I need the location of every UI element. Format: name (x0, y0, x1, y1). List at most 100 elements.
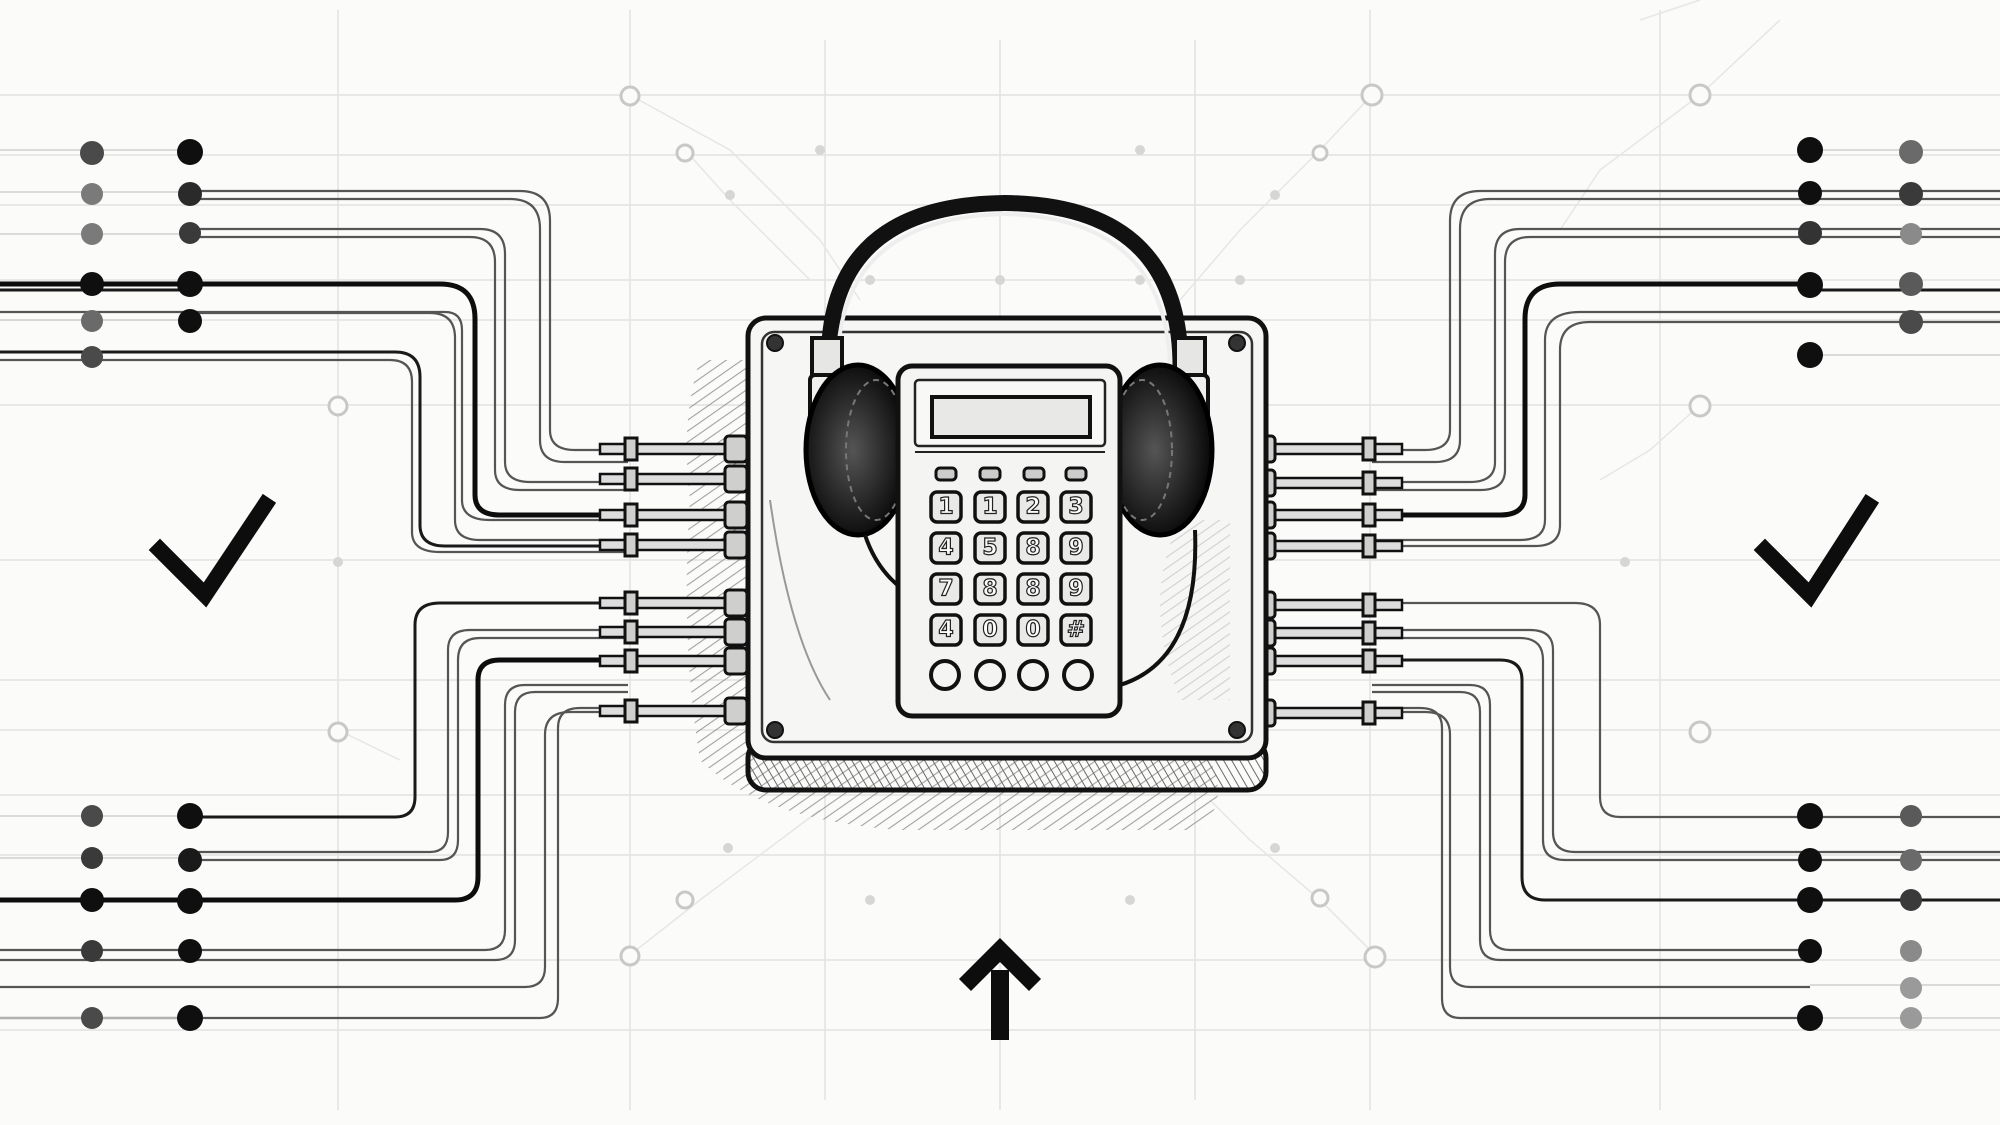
dot (81, 805, 103, 827)
key-label: 8 (982, 577, 997, 602)
function-key (1022, 466, 1046, 482)
dot (177, 888, 203, 914)
left-dot-array (80, 139, 203, 1031)
dot (178, 309, 202, 333)
keypad-key (1016, 613, 1050, 647)
keypad-key (1059, 572, 1093, 606)
dot (1900, 805, 1922, 827)
dot (81, 183, 103, 205)
keypad-key (1016, 531, 1050, 565)
keypad-device: 1 1 2 3 4 5 8 9 7 8 8 9 4 0 0 # (895, 363, 1123, 719)
round-button (1017, 659, 1049, 691)
key-label: 2 (1025, 495, 1040, 520)
left-ear-cup (803, 362, 913, 538)
dot (81, 1007, 103, 1029)
screw (766, 334, 784, 352)
key-label: 0 (1025, 618, 1040, 643)
dot (1900, 1007, 1922, 1029)
keypad-key (929, 613, 963, 647)
dot (80, 272, 104, 296)
round-button (974, 659, 1006, 691)
network-nodes (327, 83, 1712, 969)
keypad-key (929, 531, 963, 565)
key-label: 4 (938, 618, 953, 643)
screw (766, 721, 784, 739)
dot (1899, 272, 1923, 296)
keypad-key (973, 572, 1007, 606)
dot (81, 940, 103, 962)
screw (1228, 334, 1246, 352)
key-label: 9 (1068, 536, 1083, 561)
keypad-key (1016, 490, 1050, 524)
dot (179, 222, 201, 244)
dot (1900, 940, 1922, 962)
dot (178, 182, 202, 206)
right-dot-array (1797, 137, 1923, 1031)
keypad-display (930, 395, 1092, 439)
dot (1900, 223, 1922, 245)
key-label: 1 (938, 495, 953, 520)
dot (1798, 939, 1822, 963)
key-label: # (1067, 618, 1085, 643)
dot (177, 1005, 203, 1031)
left-connectors (598, 434, 749, 726)
screw (1228, 721, 1246, 739)
headphones-icon (803, 194, 1215, 687)
left-top-wires (0, 149, 630, 554)
right-bottom-wires (1370, 601, 2000, 1020)
keypad-key (973, 531, 1007, 565)
key-label: 9 (1068, 577, 1083, 602)
dot (178, 939, 202, 963)
keypad-key (929, 572, 963, 606)
keypad-key (1016, 572, 1050, 606)
dot (81, 847, 103, 869)
round-button (1062, 659, 1094, 691)
key-label: 0 (982, 618, 997, 643)
key-label: 5 (982, 536, 997, 561)
right-connectors (1251, 434, 1404, 728)
dot (81, 346, 103, 368)
keypad-key (1059, 531, 1093, 565)
dot (1797, 342, 1823, 368)
dot (177, 803, 203, 829)
key-label: 8 (1025, 577, 1040, 602)
function-key (978, 466, 1002, 482)
keypad-key (1059, 490, 1093, 524)
left-bottom-wires (0, 601, 630, 1020)
dot (1797, 887, 1823, 913)
dot (1899, 310, 1923, 334)
dot (81, 310, 103, 332)
keypad-key (973, 490, 1007, 524)
right-top-wires (1372, 149, 2000, 548)
dot (1797, 137, 1823, 163)
keypad-key (1059, 613, 1093, 647)
dot (80, 888, 104, 912)
dot (178, 848, 202, 872)
dot (80, 141, 104, 165)
key-label: 3 (1068, 495, 1083, 520)
dot (1899, 140, 1923, 164)
up-arrow-icon (958, 937, 1042, 1040)
function-key (1064, 466, 1088, 482)
left-check-icon (148, 493, 277, 608)
right-ear-cup (1105, 362, 1215, 538)
key-label: 8 (1025, 536, 1040, 561)
right-check-icon (1753, 493, 1880, 608)
key-label: 1 (982, 495, 997, 520)
key-label: 7 (938, 577, 953, 602)
dot (1900, 977, 1922, 999)
dot (1797, 803, 1823, 829)
round-button (929, 659, 961, 691)
dot (1900, 889, 1922, 911)
dot (177, 271, 203, 297)
keypad-key (973, 613, 1007, 647)
dot (1899, 182, 1923, 206)
dot (1797, 272, 1823, 298)
dot (1798, 848, 1822, 872)
key-label: 4 (938, 536, 953, 561)
dot (177, 139, 203, 165)
dot (1900, 849, 1922, 871)
function-key (934, 466, 958, 482)
keypad-key (929, 490, 963, 524)
